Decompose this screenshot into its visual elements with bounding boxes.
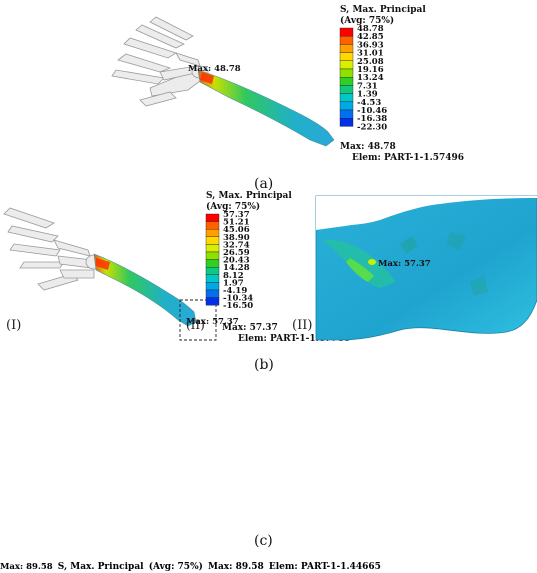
legend-tick-label: 25.08 bbox=[357, 57, 384, 67]
label-ii: (II) bbox=[186, 318, 205, 332]
legend-swatch bbox=[205, 221, 220, 230]
legend-swatch bbox=[339, 93, 354, 102]
zoom-view-b: Max: 57.37 bbox=[315, 195, 537, 341]
legend-title-c: S, Max. Principal bbox=[57, 562, 144, 572]
legend-subtitle-b: (Avg: 75%) bbox=[206, 201, 260, 212]
legend-tick-label: -16.50 bbox=[223, 301, 253, 311]
legend-swatch bbox=[339, 101, 354, 111]
legend-tick-label: 32.74 bbox=[223, 240, 250, 250]
caption-b: (b) bbox=[254, 357, 274, 373]
max-line-a: Max: 48.78 bbox=[340, 142, 396, 152]
hotspot-a bbox=[200, 72, 214, 84]
panel-b: Max: 57.37 S, Max. Principal (Avg: 75%) … bbox=[3, 191, 537, 344]
legend-tick-label: 8.12 bbox=[223, 271, 244, 281]
legend-swatch bbox=[339, 117, 354, 127]
panel-a: Max: 48.78 S, Max. Principal (Avg: 75%) … bbox=[111, 5, 464, 163]
legend-tick-label: 20.43 bbox=[223, 256, 250, 266]
max-marker-a: Max: 48.78 bbox=[188, 64, 241, 74]
legend-swatch bbox=[205, 251, 220, 260]
max-line-b: Max: 57.37 bbox=[222, 323, 278, 333]
hand-bones-a bbox=[111, 16, 209, 107]
legend-swatch bbox=[205, 297, 220, 306]
legend-swatch bbox=[339, 36, 354, 45]
legend-tick-label: 57.37 bbox=[223, 210, 250, 220]
legend-swatch bbox=[339, 76, 354, 86]
legend-tick-label: -22.30 bbox=[357, 122, 387, 132]
legend-tick-label: 48.78 bbox=[357, 24, 384, 34]
legend-tick-label: 31.01 bbox=[357, 49, 384, 59]
legend-tick-label: -16.38 bbox=[357, 114, 387, 124]
legend-colorbar-b: 57.3751.2145.0638.9032.7426.5920.4314.28… bbox=[205, 210, 253, 311]
hotspot-c: Max: 89.58 S, Max. Principal (Avg: 75%) … bbox=[0, 554, 381, 573]
hand-bones-b bbox=[3, 207, 103, 291]
max-marker-b: Max: 57.37 bbox=[186, 317, 239, 327]
legend-tick-label: 42.85 bbox=[357, 32, 384, 42]
legend-swatch bbox=[339, 60, 354, 70]
panel-c: Max: 89.58 S, Max. Principal (Avg: 75%) … bbox=[0, 554, 381, 573]
caption-a: (a) bbox=[254, 176, 274, 192]
max-marker-c: Max: 89.58 bbox=[0, 562, 53, 572]
figure: Max: 48.78 S, Max. Principal (Avg: 75%) … bbox=[0, 5, 537, 572]
legend-colorbar-a: 48.7842.8536.9331.0125.0819.1613.247.311… bbox=[339, 24, 387, 132]
legend-tick-label: 1.97 bbox=[223, 278, 244, 288]
legend-swatch bbox=[339, 109, 354, 119]
max-line-c: Max: 89.58 bbox=[207, 562, 264, 572]
legend-swatch bbox=[205, 244, 220, 253]
legend-swatch bbox=[205, 236, 220, 245]
elem-line-b: Elem: PART-1-1.67760 bbox=[238, 334, 350, 344]
elem-line-a: Elem: PART-1-1.57496 bbox=[352, 153, 464, 163]
elem-line-c: Elem: PART-1-1.44665 bbox=[268, 562, 381, 572]
zoom-box-b bbox=[179, 299, 217, 341]
legend-tick-label: 26.59 bbox=[223, 248, 250, 258]
label-ii-zoom: (II) bbox=[292, 318, 313, 333]
ulna-b bbox=[93, 253, 197, 327]
legend-tick-label: 19.16 bbox=[357, 65, 384, 75]
ulna-c: Max: 89.58 S, Max. Principal (Avg: 75%) … bbox=[0, 554, 381, 573]
caption-c: (c) bbox=[254, 533, 273, 549]
legend-swatch bbox=[205, 289, 220, 298]
legend-title-a: S, Max. Principal bbox=[340, 5, 426, 15]
legend-tick-label: 14.28 bbox=[223, 263, 250, 273]
legend-subtitle-c: (Avg: 75%) bbox=[148, 562, 203, 572]
legend-tick-label: 1.39 bbox=[357, 90, 378, 100]
label-i: (I) bbox=[6, 318, 22, 333]
legend-tick-label: 36.93 bbox=[357, 40, 384, 50]
legend-tick-label: -10.34 bbox=[223, 294, 253, 304]
legend-swatch bbox=[205, 274, 220, 283]
legend-swatch bbox=[339, 44, 354, 53]
legend-swatch bbox=[205, 228, 220, 237]
zoom-max-marker: Max: 57.37 bbox=[378, 259, 431, 269]
legend-tick-label: 38.90 bbox=[223, 233, 250, 243]
legend-swatch bbox=[339, 68, 354, 78]
legend-subtitle-a: (Avg: 75%) bbox=[340, 15, 394, 26]
legend-tick-label: -10.46 bbox=[357, 106, 387, 116]
figure-canvas: Max: 48.78 S, Max. Principal (Avg: 75%) … bbox=[3, 5, 537, 344]
legend-swatch bbox=[339, 52, 354, 61]
ulna-a bbox=[197, 69, 335, 147]
hotspot-b bbox=[96, 258, 110, 270]
legend-tick-label: -4.19 bbox=[223, 286, 247, 296]
legend-swatch bbox=[205, 267, 220, 276]
legend-swatch bbox=[339, 27, 354, 37]
legend-tick-label: 51.21 bbox=[223, 218, 250, 228]
legend-title-b: S, Max. Principal bbox=[206, 191, 292, 201]
legend-swatch bbox=[205, 282, 220, 291]
legend-swatch bbox=[205, 259, 220, 268]
legend-swatch bbox=[205, 213, 220, 222]
legend-tick-label: 7.31 bbox=[357, 81, 378, 91]
legend-tick-label: -4.53 bbox=[357, 98, 381, 108]
legend-tick-label: 45.06 bbox=[223, 225, 250, 235]
legend-swatch bbox=[339, 85, 354, 94]
legend-tick-label: 13.24 bbox=[357, 73, 384, 83]
